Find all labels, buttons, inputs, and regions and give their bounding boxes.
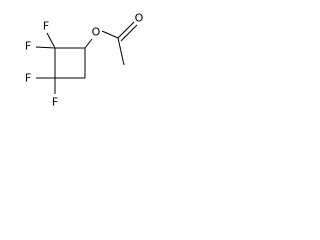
bond-cf2 [35, 46, 56, 49]
bond-o-c [101, 30, 119, 39]
bond-cf1 [46, 32, 56, 49]
atom-carbonyl-oxygen: O [135, 12, 144, 25]
bond-carbonyl-2 [120, 24, 138, 42]
atom-f2: F [25, 40, 31, 53]
bond-carbonyl-1 [117, 21, 135, 39]
atom-f3: F [25, 72, 31, 85]
atom-ester-oxygen: O [92, 26, 101, 39]
bond-c-o [84, 38, 93, 49]
atom-f4: F [52, 96, 58, 109]
bond-methyl [117, 37, 125, 66]
structure-canvas: F F F F O O [0, 0, 170, 120]
molecule-diagram: F F F F O O [25, 12, 144, 109]
atom-f1: F [43, 20, 49, 33]
